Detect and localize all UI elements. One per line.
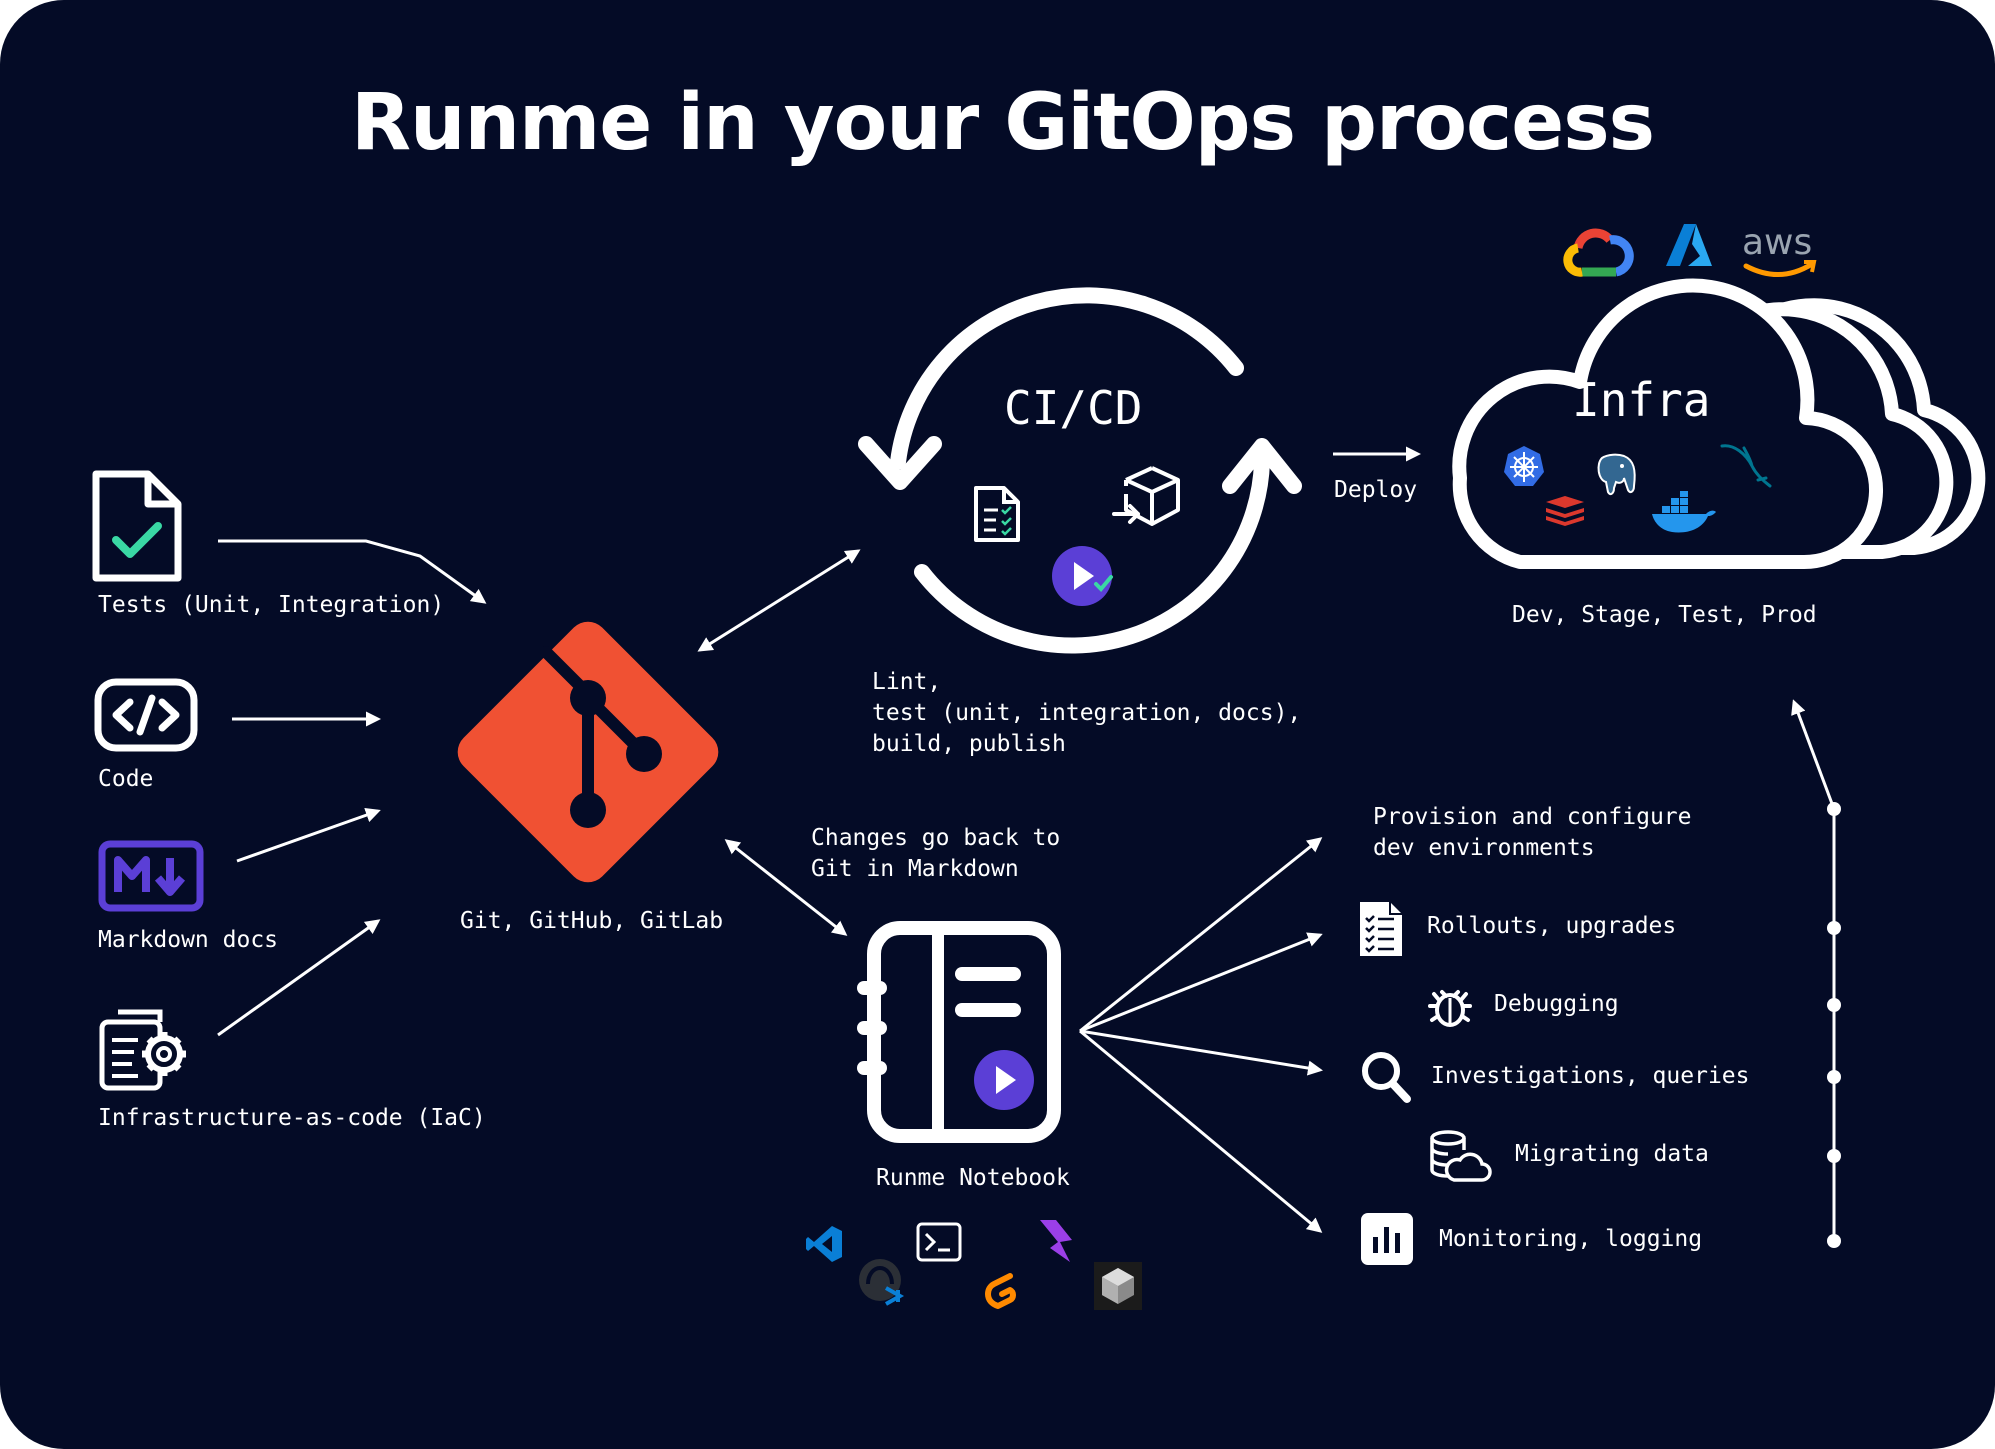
aws-icon: aws [1742, 222, 1817, 277]
vscode-icon [806, 1226, 842, 1262]
database-cloud-icon [1430, 1130, 1492, 1182]
git-logo-icon [457, 621, 719, 883]
usecase-provision-label: Provision and configure dev environments [1373, 804, 1692, 861]
markdown-icon [98, 840, 204, 912]
code-label: Code [98, 766, 154, 792]
svg-text:aws: aws [1742, 222, 1812, 263]
arrow-tests-to-git [218, 539, 487, 604]
runme-play-icon [1052, 546, 1113, 606]
cicd-label: CI/CD [1004, 381, 1143, 435]
timeline-dots [1827, 802, 1841, 1248]
bug-icon [1428, 990, 1472, 1027]
git-label: Git, GitHub, GitLab [460, 908, 724, 934]
azure-icon [1666, 224, 1712, 266]
mysql-icon [1720, 444, 1772, 488]
arrow-notebook-rollouts [1079, 932, 1323, 1033]
cloud-shell-icon [1094, 1262, 1142, 1310]
arrow-notebook-monitoring [1079, 1029, 1323, 1233]
deploy-label: Deploy [1334, 477, 1418, 503]
bar-chart-icon [1361, 1213, 1413, 1265]
usecase-rollouts-label: Rollouts, upgrades [1427, 913, 1677, 939]
arrow-timeline-to-infra [1791, 699, 1836, 810]
jetbrains-icon [1040, 1220, 1072, 1262]
usecase-debugging-label: Debugging [1494, 991, 1619, 1017]
arrow-git-cicd [697, 549, 861, 652]
arrow-iac-to-git [217, 919, 381, 1037]
page-title: Runme in your GitOps process [350, 78, 1655, 168]
usecase-investigations-label: Investigations, queries [1431, 1063, 1750, 1089]
infra-cloud-icon [1452, 278, 1986, 570]
infra-label: Infra [1572, 373, 1711, 427]
arrow-markdown-to-git [236, 807, 381, 863]
tests-label: Tests (Unit, Integration) [98, 592, 445, 618]
github-codespaces-icon [859, 1259, 905, 1306]
environments-label: Dev, Stage, Test, Prod [1512, 602, 1817, 628]
kubernetes-icon [1504, 446, 1544, 486]
usecase-migrating-label: Migrating data [1515, 1141, 1709, 1167]
docker-icon [1652, 491, 1716, 533]
arrow-git-notebook [724, 839, 848, 936]
checklist-icon [1360, 902, 1402, 956]
usecase-monitoring-label: Monitoring, logging [1439, 1226, 1703, 1252]
terminal-icon [916, 1222, 962, 1262]
cicd-cycle-icon [858, 287, 1302, 654]
checklist-doc-icon [974, 486, 1020, 542]
test-file-icon [92, 470, 182, 582]
magnifier-icon [1362, 1052, 1411, 1103]
postgres-icon [1597, 453, 1636, 496]
google-cloud-icon [1563, 228, 1634, 277]
notebook-label: Runme Notebook [876, 1165, 1070, 1191]
code-icon [94, 678, 198, 752]
deploy-box-icon [1112, 466, 1180, 526]
redis-icon [1546, 496, 1584, 526]
changes-label: Changes go back to Git in Markdown [811, 825, 1061, 882]
arrow-notebook-investigations [1079, 1029, 1323, 1076]
markdown-label: Markdown docs [98, 927, 279, 953]
gitpod-icon [985, 1273, 1016, 1309]
runme-notebook-icon [857, 921, 1061, 1143]
cicd-description: Lint, test (unit, integration, docs), bu… [872, 669, 1302, 757]
iac-icon [99, 1009, 186, 1091]
iac-label: Infrastructure-as-code (IaC) [98, 1105, 486, 1131]
arrow-notebook-provision [1079, 837, 1323, 1033]
